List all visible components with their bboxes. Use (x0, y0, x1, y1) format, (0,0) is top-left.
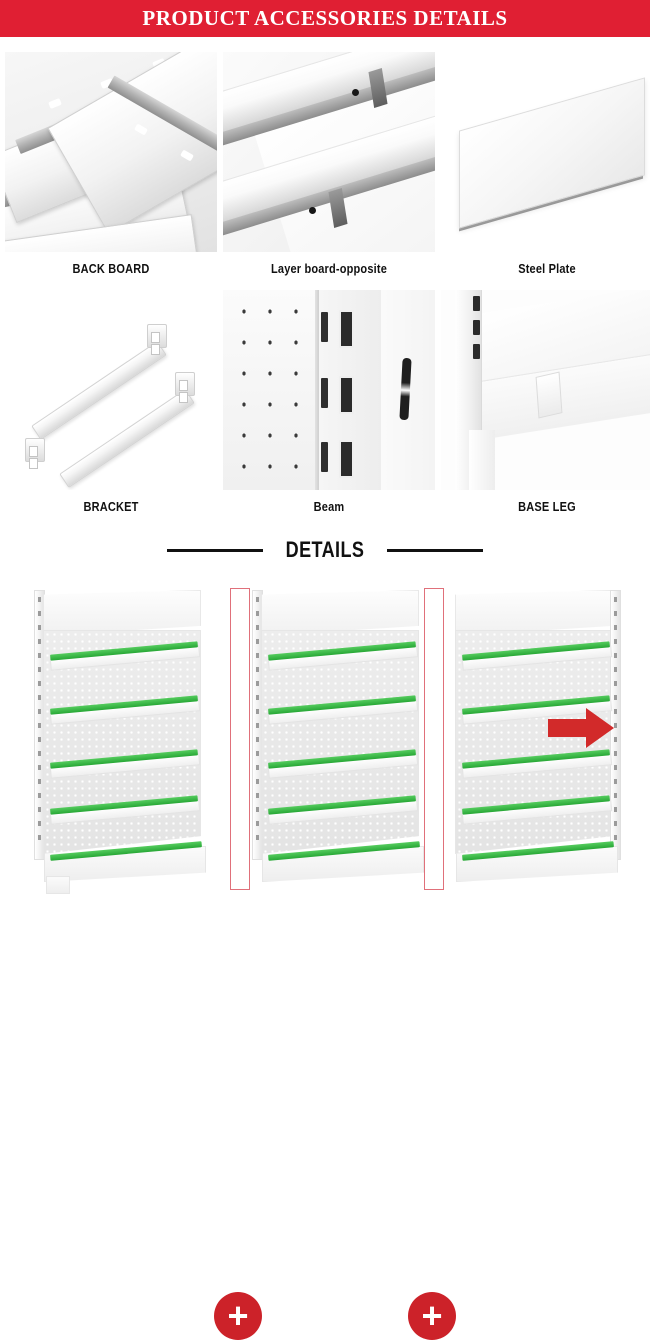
upright-post (610, 590, 621, 860)
expansion-arrow-icon (548, 708, 614, 748)
shelving-unit (252, 590, 448, 890)
back-board-image (5, 52, 217, 252)
details-heading: DETAILS (285, 537, 365, 562)
beam-image (223, 290, 435, 490)
shelving-unit (34, 590, 230, 894)
plus-badge-1: + (214, 1292, 262, 1340)
foot (46, 876, 70, 894)
accessory-label: Layer board-opposite (271, 262, 387, 276)
page-title: PRODUCT ACCESSORIES DETAILS (142, 6, 508, 30)
accessory-cell-back-board[interactable]: BACK BOARD (5, 52, 217, 290)
connector-post-2 (424, 588, 444, 890)
plus-badge-2: + (408, 1292, 456, 1340)
bracket-image (5, 290, 217, 490)
details-divider: DETAILS (0, 530, 650, 570)
accessory-label: BACK BOARD (72, 262, 150, 276)
accessories-grid: BACK BOARD Layer board-opposite (0, 37, 650, 528)
accessory-cell-steel-plate[interactable]: Steel Plate (441, 52, 650, 290)
plus-symbol: + (227, 1295, 249, 1336)
page-header-banner: PRODUCT ACCESSORIES DETAILS (0, 0, 650, 37)
divider-rule-left (167, 548, 263, 552)
shelving-illustration: + + (0, 580, 650, 1340)
accessory-cell-bracket[interactable]: BRACKET (5, 290, 217, 528)
steel-plate-image (441, 52, 650, 252)
base-leg-image (441, 290, 650, 490)
accessory-label: Beam (313, 500, 345, 514)
plus-symbol: + (421, 1295, 443, 1336)
accessory-cell-layer-board[interactable]: Layer board-opposite (223, 52, 435, 290)
connector-post-1 (230, 588, 250, 890)
accessories-row: BRACKET Beam (5, 290, 650, 528)
layer-board-image (223, 52, 435, 252)
accessory-label: BASE LEG (518, 500, 576, 514)
accessory-cell-base-leg[interactable]: BASE LEG (441, 290, 650, 528)
accessory-label: BRACKET (83, 500, 139, 514)
accessory-cell-beam[interactable]: Beam (223, 290, 435, 528)
accessories-row: BACK BOARD Layer board-opposite (5, 52, 650, 290)
accessory-label: Steel Plate (518, 262, 576, 276)
divider-rule-right (386, 548, 483, 552)
